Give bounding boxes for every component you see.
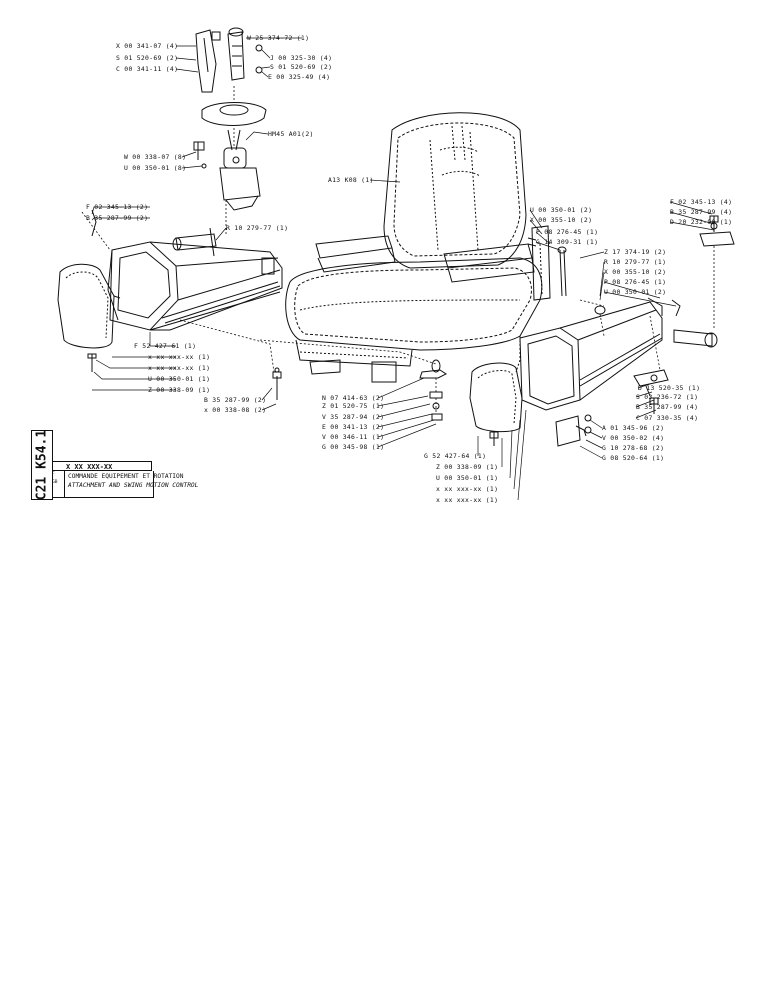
part-label: C 07 330-35 (4) (636, 414, 699, 422)
title-french: COMMANDE EQUIPEMENT ET ROTATION (68, 473, 184, 480)
part-label: G 52 427-64 (1) (424, 452, 487, 460)
part-label: E 00 325-49 (4) (268, 73, 331, 81)
part-label: E 00 341-13 (2) (322, 423, 385, 431)
part-label: C 00 341-11 (4) (116, 65, 179, 73)
part-label: V 00 346-11 (1) (322, 433, 385, 441)
part-label: Z 01 520-75 (1) (322, 402, 385, 410)
part-label: U 00 350-01 (1) (436, 474, 499, 482)
part-label: Z 17 374-19 (2) (604, 248, 667, 256)
leader-lines (91, 37, 715, 501)
part-label: G 00 345-98 (1) (322, 443, 385, 451)
part-label: B 35 287-99 (4) (636, 403, 699, 411)
part-label: G 08 520-64 (1) (602, 454, 665, 462)
part-label: G 10 278-68 (2) (602, 444, 665, 452)
part-label: S 03 236-72 (1) (636, 393, 699, 401)
part-number: X XX XXX-XX (66, 463, 113, 471)
part-number-box: X XX XXX-XX (52, 461, 152, 471)
part-label: V 35 287-94 (2) (322, 413, 385, 421)
part-label: X 00 341-07 (4) (116, 42, 179, 50)
part-label: HM45 A01(2) (268, 130, 314, 138)
part-label: x xx xxx-xx (1) (148, 364, 211, 372)
part-label: x 00 338-08 (2) (204, 406, 267, 414)
part-label: U 00 350-01 (8) (124, 164, 187, 172)
language-code-fr: F (52, 472, 55, 477)
connector-lines (81, 86, 715, 414)
part-label: F 02 345-13 (2) (86, 203, 149, 211)
title-english: ATTACHMENT AND SWING MOTION CONTROL (68, 482, 199, 489)
reference-code: C21 K54.1 (34, 429, 50, 501)
part-label: B 35 287-99 (2) (204, 396, 267, 404)
title-box (52, 471, 154, 498)
part-label: x xx xxx-xx (1) (148, 353, 211, 361)
part-label: G 14 309-31 (1) (536, 238, 599, 246)
part-label: R 10 279-77 (1) (604, 258, 667, 266)
part-label: Z 00 338-09 (1) (148, 386, 211, 394)
part-label: P 08 276-45 (1) (604, 278, 667, 286)
part-label: N 07 414-63 (2) (322, 394, 385, 402)
part-label: Z 00 338-09 (1) (436, 463, 499, 471)
part-label: R 10 279-77 (1) (226, 224, 289, 232)
part-label: S 01 520-69 (2) (270, 63, 333, 71)
part-label: D 13 520-35 (1) (638, 384, 701, 392)
right-control-console (419, 215, 735, 447)
left-joystick (193, 27, 267, 211)
part-label: P 08 276-45 (1) (536, 228, 599, 236)
part-label: J 00 325-30 (4) (270, 54, 333, 62)
part-label: X 00 355-10 (2) (604, 268, 667, 276)
part-label: U 00 350-01 (2) (530, 206, 593, 214)
part-label: B 35 287-99 (4) (670, 208, 733, 216)
operator-seat (285, 112, 543, 383)
part-label: D 20 232-90 (1) (670, 218, 733, 226)
language-code-gb: GB (52, 480, 58, 485)
reference-code-box: C21 K54.1 (31, 430, 53, 500)
part-label: F 02 345-13 (4) (670, 198, 733, 206)
part-label: F 52 427-61 (1) (134, 342, 197, 350)
part-label: B 35 287-99 (2) (86, 214, 149, 222)
part-label: W 25 374-72 (1) (247, 34, 310, 42)
part-label: U 00 350-01 (2) (604, 288, 667, 296)
left-control-console (57, 209, 283, 400)
part-label: V 00 350-02 (4) (602, 434, 665, 442)
part-label: S 01 520-69 (2) (116, 54, 179, 62)
part-label: U 00 350-01 (1) (148, 375, 211, 383)
part-label: A 01 345-96 (2) (602, 424, 665, 432)
part-label: X 00 355-10 (2) (530, 216, 593, 224)
part-label: W 00 338-07 (8) (124, 153, 187, 161)
part-label: A13 K08 (1) (328, 176, 374, 184)
title-box-divider (64, 471, 65, 497)
part-label: x xx xxx-xx (1) (436, 496, 499, 504)
part-label: x xx xxx-xx (1) (436, 485, 499, 493)
